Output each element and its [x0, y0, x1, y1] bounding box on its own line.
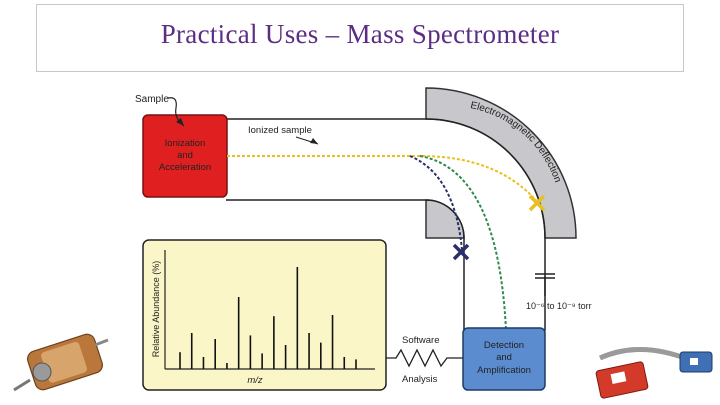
usb-cable-icon	[595, 347, 713, 399]
tube-outer	[226, 118, 546, 331]
pressure-label: 10⁻⁶ to 10⁻⁹ torr	[526, 301, 592, 311]
ionization-label-2: and	[177, 150, 193, 161]
detection-box	[462, 327, 546, 391]
signal-zigzag	[386, 348, 463, 368]
ionization-label-1: Ionization	[165, 138, 206, 149]
spectrum-panel	[142, 239, 387, 391]
detection-label-2: and	[496, 352, 512, 363]
software-label: Software	[402, 335, 440, 346]
ionization-label-3: Acceleration	[159, 162, 211, 173]
detection-label-3: Amplification	[477, 365, 531, 376]
yellow-x-marker	[528, 194, 546, 212]
ion-path-green	[419, 155, 507, 331]
navy-x-marker	[452, 243, 470, 261]
spectrum-ylabel: Relative Abundance (%)	[151, 261, 161, 358]
tube-inner	[226, 199, 465, 330]
spectrum-xlabel: m/z	[247, 375, 263, 386]
ion-path-navy	[409, 155, 463, 251]
analysis-label: Analysis	[402, 374, 438, 385]
title-box: Practical Uses – Mass Spectrometer	[36, 4, 684, 72]
detection-label-1: Detection	[484, 340, 524, 351]
ion-path-yellow	[227, 155, 541, 206]
sample-label: Sample	[135, 94, 169, 105]
motor-icon	[13, 333, 109, 392]
ionized-sample-label: Ionized sample	[248, 125, 312, 136]
slide-title: Practical Uses – Mass Spectrometer	[160, 19, 560, 49]
spectrum-peaks	[179, 267, 357, 369]
